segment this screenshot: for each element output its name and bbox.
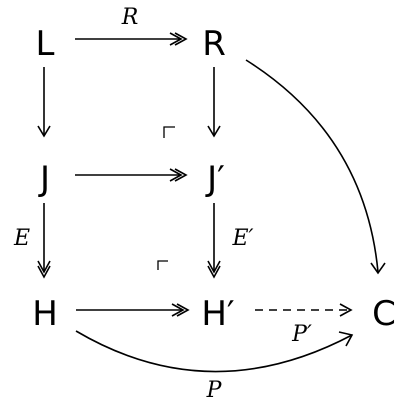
node-H: H	[32, 294, 58, 334]
arrow-Hprime-to-C	[255, 303, 353, 317]
label-E: E	[13, 226, 30, 251]
arrow-Jprime-to-Hprime	[207, 203, 221, 279]
node-L: L	[36, 24, 55, 64]
arrow-H-to-Hprime	[76, 303, 190, 317]
node-R: R	[202, 24, 226, 64]
label-R: R	[121, 5, 139, 30]
node-J: J	[38, 159, 50, 199]
node-J-prime: J′	[205, 159, 225, 199]
label-P: P	[206, 378, 223, 403]
arrow-R-to-Jprime	[207, 67, 221, 138]
arrow-J-to-H	[37, 203, 51, 279]
arrow-H-to-C	[75, 330, 354, 373]
pushout-corner-mark-upper	[163, 126, 175, 138]
node-H-prime: H′	[201, 294, 234, 334]
pushout-corner-mark-lower	[157, 260, 168, 270]
label-E-prime: E′	[231, 226, 253, 251]
arrow-R-to-C	[245, 59, 386, 275]
arrow-L-to-J	[37, 67, 51, 138]
arrow-L-to-R	[75, 32, 188, 46]
label-P-prime: P′	[291, 322, 312, 347]
arrow-J-to-Jprime	[75, 168, 188, 182]
node-C: C	[372, 294, 396, 334]
